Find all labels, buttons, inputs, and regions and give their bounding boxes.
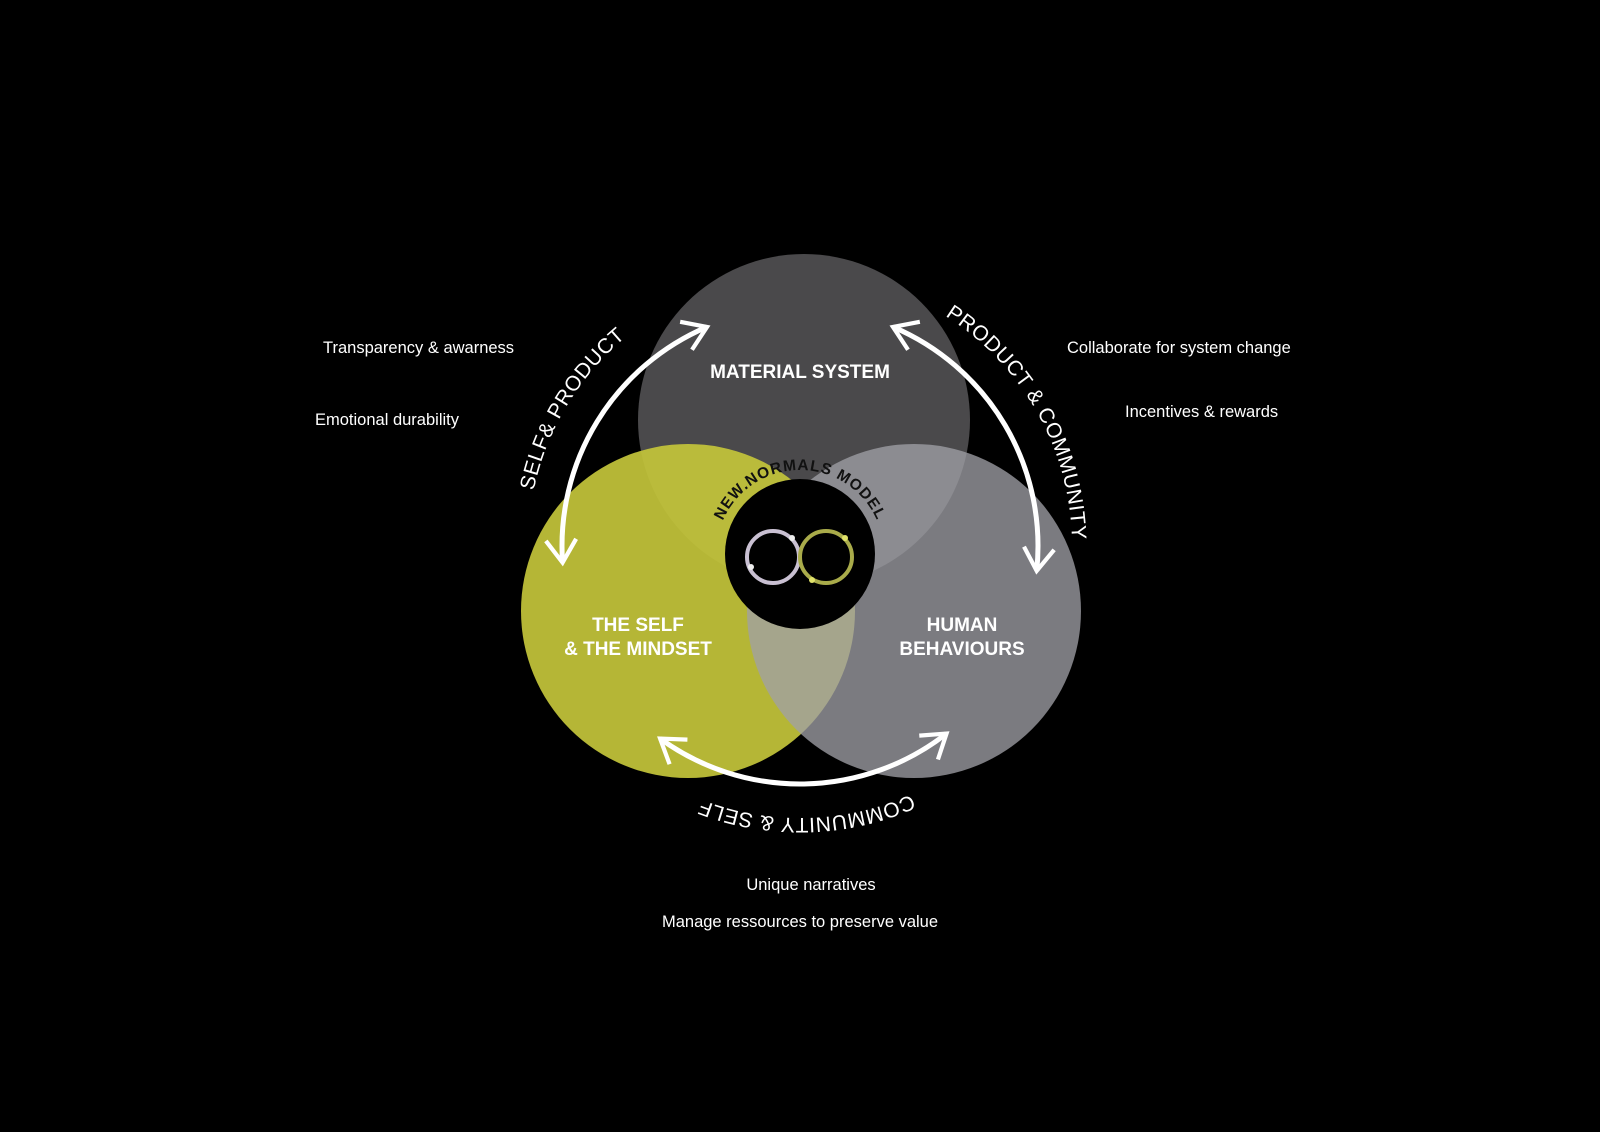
note-emotional-durability: Emotional durability [315,411,459,429]
note-manage-resources: Manage ressources to preserve value [661,913,939,931]
arrow-self-product [544,319,711,567]
infinity-icon [745,529,854,585]
cycle-arrows [544,319,1056,787]
note-transparency: Transparency & awarness [323,339,515,357]
self-label-line1: THE SELF [592,615,684,636]
self-label-line2: & THE MINDSET [564,639,712,660]
arc-label-community-self: COMMUNITY & SELF [695,790,918,836]
human-label-line1: HUMAN [927,615,998,636]
note-collaborate: Collaborate for system change [1067,339,1291,357]
material-system-label: MATERIAL SYSTEM [710,362,890,383]
human-label-line2: BEHAVIOURS [899,639,1024,660]
arrow-product-community [889,319,1056,575]
arrow-community-self [657,731,950,787]
note-incentives: Incentives & rewards [1125,403,1279,421]
note-unique-narratives: Unique narratives [746,876,876,894]
